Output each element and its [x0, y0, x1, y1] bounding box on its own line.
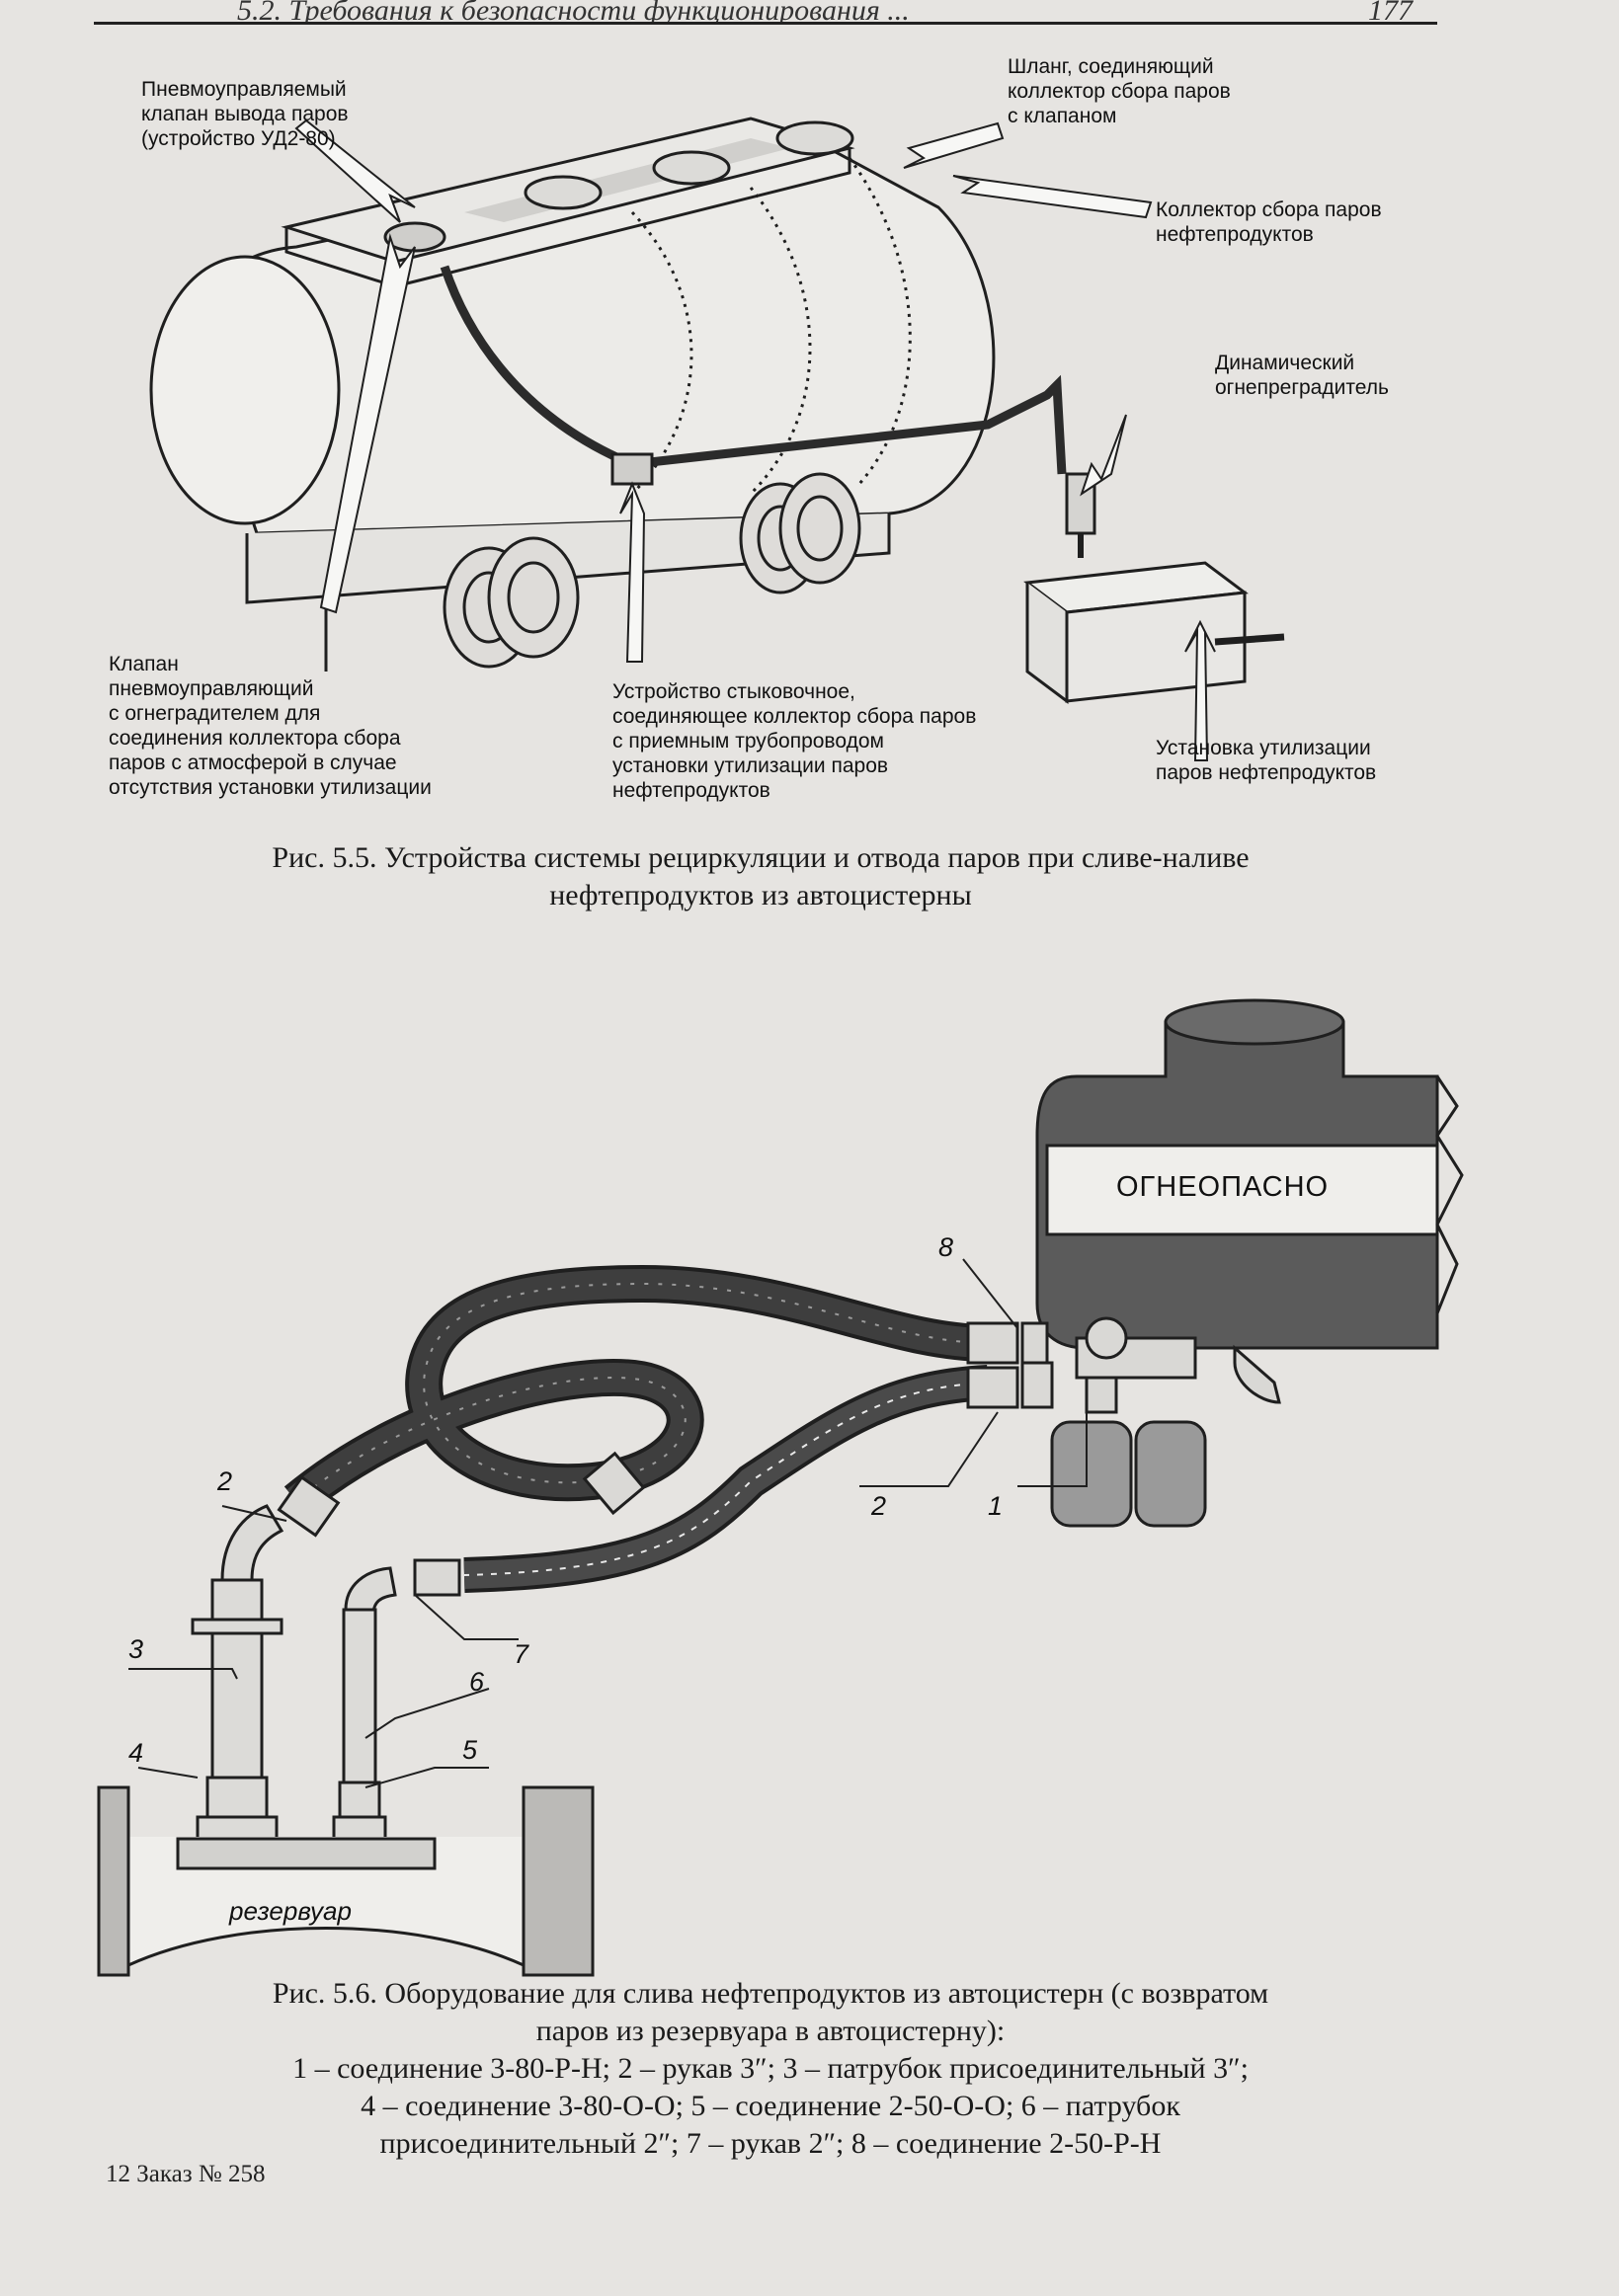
header-rule: [94, 22, 1437, 25]
hatch-3: [775, 120, 854, 156]
signature-mark: 12 Заказ № 258: [106, 2161, 266, 2187]
docking-device: [610, 452, 654, 486]
reservoir: [97, 1785, 595, 1977]
label-recovery: Установка утилизации паров нефтепродукто…: [1156, 737, 1377, 784]
tank-truck-cistern: [1035, 998, 1464, 1350]
callout-5: 5: [462, 1735, 478, 1765]
tank-front-cap: [149, 255, 341, 525]
arrow-docking: [619, 481, 646, 663]
callout-8: 8: [938, 1232, 954, 1262]
callout-4: 4: [128, 1738, 144, 1768]
callout-2-left: 2: [217, 1466, 233, 1496]
wheels: [443, 472, 861, 669]
label-docking: Устройство стыковочное, соединяющее колл…: [612, 680, 977, 802]
figure-5-6-caption: Рис. 5.6. Оборудование для слива нефтепр…: [272, 1977, 1269, 2160]
pipe-2-inch: [332, 1566, 397, 1841]
reservoir-label: резервуар: [229, 1896, 352, 1926]
tank-warning-text: ОГНЕОПАСНО: [1116, 1171, 1330, 1203]
label-valve-ud: Пневмоуправляемый клапан вывода паров (у…: [141, 78, 349, 150]
label-valve-atm: Клапан пневмоуправляющий с огнеградителе…: [109, 653, 432, 799]
running-header: 5.2. Требования к безопасности функциони…: [237, 0, 910, 24]
arrow-valve-ud: [294, 119, 416, 223]
hatch-2: [652, 150, 731, 186]
hatch-1: [524, 175, 603, 210]
arrow-hose: [903, 121, 1005, 169]
arrow-collector: [952, 175, 1153, 219]
callout-3: 3: [128, 1634, 144, 1664]
arrow-valve-atm: [319, 233, 416, 614]
callout-6: 6: [469, 1667, 485, 1697]
arrow-recovery: [1184, 619, 1216, 761]
pipe-3-inch: [191, 1504, 284, 1843]
label-arrester: Динамический огнепреградитель: [1215, 352, 1389, 399]
callout-1: 1: [988, 1491, 1004, 1521]
label-hose: Шланг, соединяющий коллектор сбора паров…: [1008, 55, 1231, 127]
figure-5-5-caption: Рис. 5.5. Устройства системы рециркуляци…: [272, 841, 1250, 911]
callout-7: 7: [514, 1639, 529, 1669]
label-collector: Коллектор сбора паров нефтепродуктов: [1156, 198, 1382, 246]
arrow-arrester: [1080, 414, 1127, 497]
callout-2-right: 2: [871, 1491, 887, 1521]
